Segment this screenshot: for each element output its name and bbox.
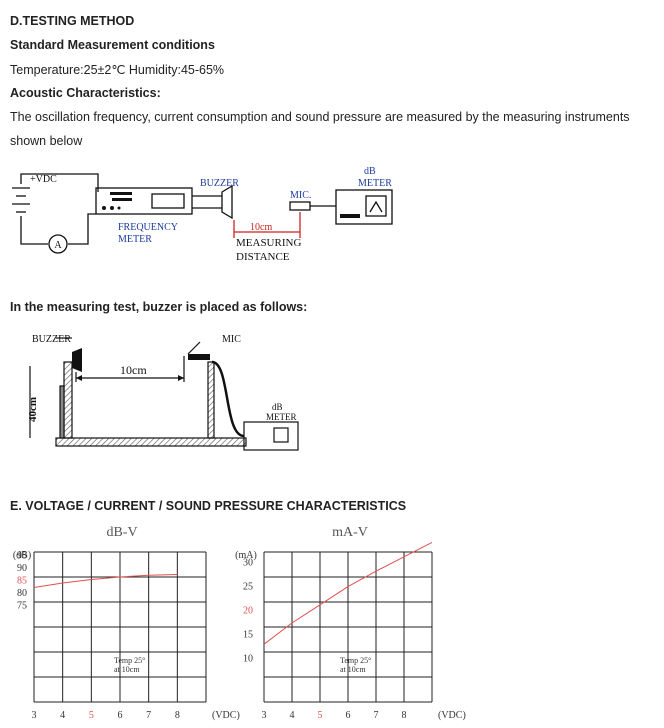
x-tick-label: 8 — [402, 710, 407, 721]
x-tick-label: 5 — [89, 710, 94, 721]
x-tick-label: 4 — [60, 710, 65, 721]
annotation-line: Temp 25° — [340, 656, 371, 665]
setup-placement-heading: In the measuring test, buzzer is placed … — [10, 300, 308, 314]
y-tick-label: 90 — [17, 563, 27, 574]
y-tick-label: 95 — [17, 551, 27, 562]
y-axis-label: (dB) — [13, 550, 31, 561]
db-placement-label: dB — [272, 402, 283, 412]
chart-ma-v: mA-V (mA) (VDC) 30 25 20 15 10 3 4 5 6 7 8 Temp 25°at … — [235, 525, 466, 721]
buzzer-placement-label: BUZZER — [32, 334, 71, 345]
annotation-line: Temp 25° — [114, 656, 145, 665]
y-tick-label: 25 — [243, 582, 253, 593]
x-tick-label: 7 — [374, 710, 379, 721]
measuring-label: MEASURING — [236, 237, 301, 249]
y-tick-label: 20 — [243, 606, 253, 617]
distance-label: 10cm — [250, 222, 272, 233]
meter-label: METER — [358, 178, 392, 189]
x-tick-label: 6 — [346, 710, 351, 721]
x-tick-label: 3 — [262, 710, 267, 721]
conditions-text: Temperature:25±2℃ Humidity:45-65% — [10, 63, 225, 77]
y-tick-label: 30 — [243, 558, 253, 569]
section-heading-testing: D.TESTING METHOD — [10, 14, 135, 28]
y-tick-label: 15 — [243, 630, 253, 641]
frequency-label: FREQUENCY — [118, 222, 178, 233]
y-tick-label: 75 — [17, 601, 27, 612]
db-label: dB — [364, 166, 376, 177]
meter-placement-label: METER — [266, 412, 297, 422]
placement-diagram: BUZZER MIC 10cm 40cm dB METER — [27, 334, 299, 451]
distance-word-label: DISTANCE — [236, 251, 290, 263]
characteristics-heading: E. VOLTAGE / CURRENT / SOUND PRESSURE CH… — [10, 499, 407, 513]
chart-title: mA-V — [332, 525, 368, 540]
subheading-measurement-conditions: Standard Measurement conditions — [10, 38, 215, 52]
y-axis-label: (mA) — [235, 550, 257, 561]
series-line — [33, 574, 178, 588]
measurement-setup-diagram: +VDC A BUZZER MIC. dB METER FREQUENCY ME… — [12, 166, 393, 263]
x-tick-label: 7 — [146, 710, 151, 721]
x-tick-label: 6 — [118, 710, 123, 721]
buzzer-label: BUZZER — [200, 178, 239, 189]
y-tick-label: 85 — [17, 576, 27, 587]
x-axis-label: (VDC) — [438, 710, 466, 721]
x-tick-label: 4 — [290, 710, 295, 721]
series-line — [263, 541, 433, 645]
annotation-line: at 10cm — [340, 665, 366, 674]
mic-placement-label: MIC — [222, 334, 241, 345]
x-axis-label: (VDC) — [212, 710, 240, 721]
paragraph-line-1: The oscillation frequency, current consu… — [10, 110, 630, 124]
x-tick-label: 8 — [175, 710, 180, 721]
frequency-meter-label: METER — [118, 234, 152, 245]
chart-title: dB-V — [106, 525, 137, 540]
x-tick-label: 5 — [318, 710, 323, 721]
y-tick-label: 10 — [243, 654, 253, 665]
subheading-acoustic: Acoustic Characteristics: — [10, 86, 161, 100]
distance-placement-label: 10cm — [120, 363, 147, 377]
vdc-label: +VDC — [30, 174, 57, 185]
ammeter-label: A — [54, 240, 62, 251]
paragraph-line-2: shown below — [10, 134, 83, 148]
annotation-line: at 10cm — [114, 665, 140, 674]
x-tick-label: 3 — [32, 710, 37, 721]
mic-label: MIC. — [290, 190, 311, 201]
y-tick-label: 80 — [17, 588, 27, 599]
height-label: 40cm — [27, 397, 39, 422]
